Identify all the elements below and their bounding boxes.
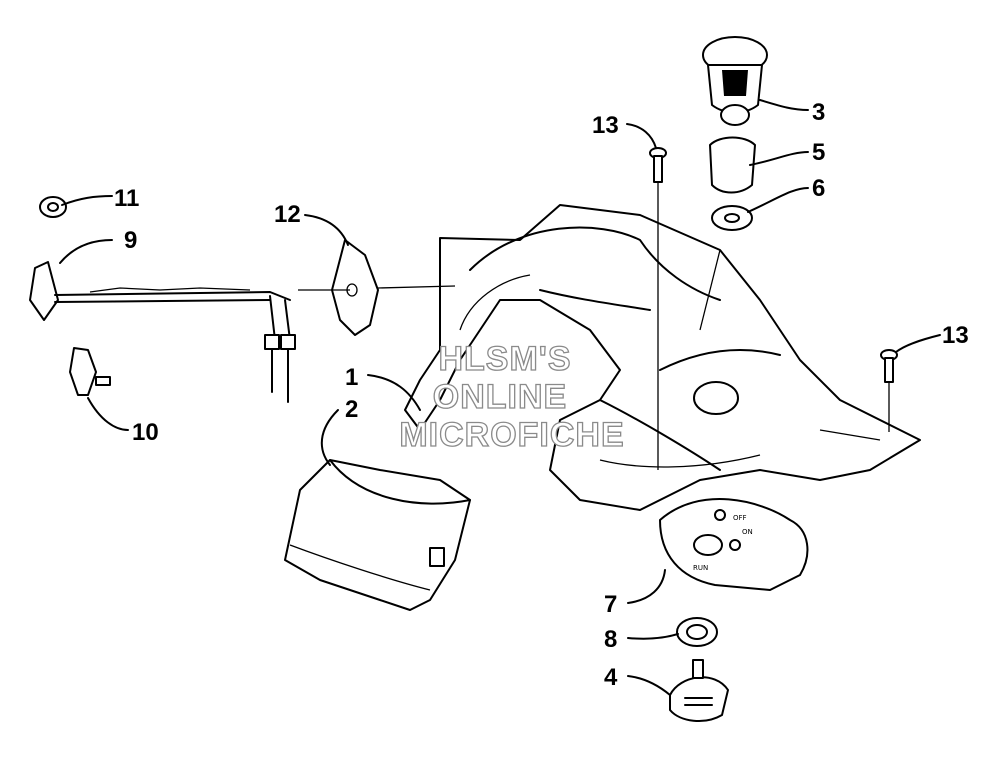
part-12-plate (298, 239, 456, 336)
watermark: HLSM'S ONLINE MICROFICHE (399, 339, 625, 454)
callout-13-upper: 13 (592, 112, 619, 139)
part-7-decal: OFF ON RUN (659, 498, 809, 591)
console-housing (404, 204, 921, 511)
callout-13-right: 13 (942, 322, 969, 349)
switch-cable-assembly (29, 261, 296, 403)
part-4-key (669, 659, 729, 722)
part-10-lever (69, 347, 111, 396)
part-11-washer (39, 196, 67, 218)
callout-10: 10 (132, 419, 159, 446)
decal-run-text: RUN (693, 564, 708, 572)
part-8-nut (676, 617, 718, 647)
watermark-line-3: MICROFICHE (399, 416, 624, 454)
part-13-screw-upper (649, 147, 667, 470)
watermark-line-2: ONLINE (433, 378, 567, 416)
callout-9: 9 (124, 227, 137, 254)
callout-1: 1 (345, 364, 358, 391)
callout-6: 6 (812, 175, 825, 202)
callout-7: 7 (604, 591, 617, 618)
callout-labels: 3 5 6 11 9 10 12 1 2 13 13 7 8 4 (114, 99, 969, 691)
part-5-cap (709, 136, 756, 194)
part-6-lockwasher (711, 205, 753, 231)
decal-off-text: OFF (733, 514, 747, 522)
callout-4: 4 (604, 664, 618, 691)
callout-8: 8 (604, 626, 617, 653)
callout-3: 3 (812, 99, 825, 126)
part-13-screw-right (880, 349, 898, 432)
callout-11: 11 (114, 185, 139, 212)
cowl-panel (284, 459, 471, 611)
watermark-line-1: HLSM'S (438, 340, 571, 378)
part-3-ignition-switch (702, 36, 768, 126)
callout-12: 12 (274, 201, 301, 228)
callout-2: 2 (345, 396, 358, 423)
decal-on-text: ON (742, 528, 753, 536)
leader-lines (59, 99, 941, 696)
callout-5: 5 (812, 139, 825, 166)
